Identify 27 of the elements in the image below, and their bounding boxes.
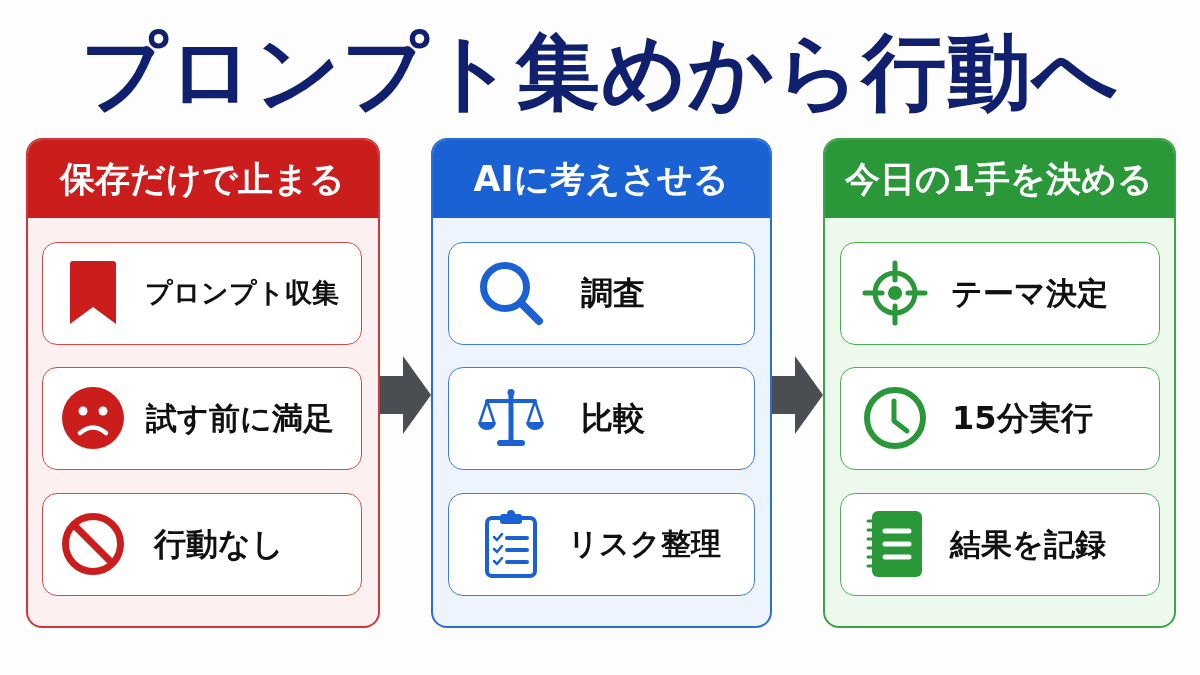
item-label: 結果を記録 (950, 524, 1106, 564)
item-box (447, 492, 755, 596)
item-label: 試す前に満足 (146, 398, 334, 438)
item-label: 15分実行 (952, 397, 1093, 439)
item-label: 行動なし (154, 523, 284, 565)
item-box (447, 241, 755, 345)
panel-heading: 今日の1手を決める (845, 158, 1154, 201)
item-box (41, 366, 362, 470)
panel-heading: 保存だけで止まる (60, 158, 345, 201)
panel (823, 138, 1176, 628)
item-label: 調査 (581, 272, 645, 314)
panel (431, 138, 772, 628)
item-label: リスク整理 (568, 524, 721, 563)
arrow (772, 356, 823, 434)
item-box (839, 366, 1160, 470)
item-label: テーマ決定 (951, 273, 1108, 313)
item-box (839, 492, 1160, 596)
panel (26, 138, 380, 628)
item-box (41, 241, 362, 345)
panel-heading: AIに考えさせる (473, 158, 729, 201)
item-label: 比較 (581, 397, 645, 439)
title: プロンプト集めから行動へ (81, 22, 1119, 123)
item-label: プロンプト収集 (145, 275, 339, 310)
item-box (41, 492, 362, 596)
item-box (447, 366, 755, 470)
arrow (380, 356, 431, 434)
item-box (839, 241, 1160, 345)
